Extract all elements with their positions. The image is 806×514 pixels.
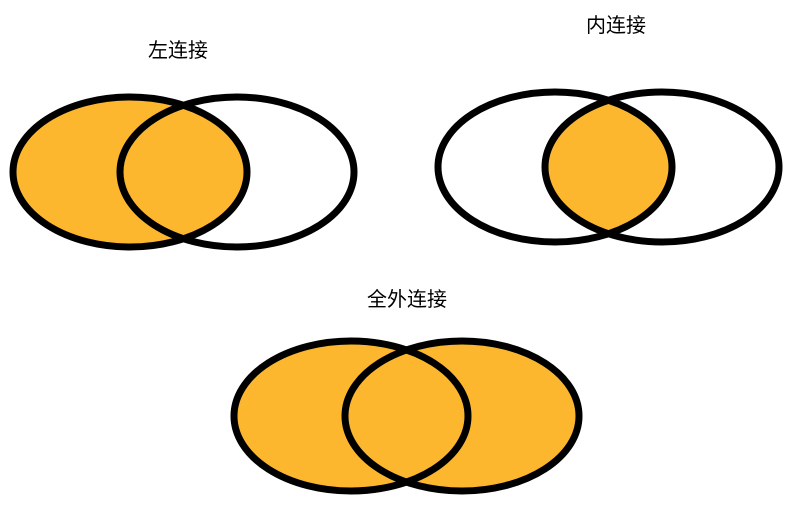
full-outer-join-right-set-fill [345, 341, 579, 491]
left-join-title: 左连接 [148, 38, 208, 62]
full-outer-join-title: 全外连接 [367, 287, 447, 311]
inner-join-diagram: 内连接 [434, 13, 783, 246]
inner-join-title: 内连接 [586, 13, 646, 37]
full-outer-join-diagram: 全外连接 [230, 287, 583, 495]
inner-join-left-set-outline [434, 88, 676, 246]
left-join-left-set-outline [9, 93, 251, 251]
left-join-left-set-fill [13, 97, 247, 247]
inner-join-intersection-fill [545, 92, 672, 242]
left-join-right-set-outline [116, 93, 358, 251]
left-join-diagram: 左连接 [9, 38, 358, 251]
full-outer-join-left-set-outline [230, 337, 472, 495]
full-outer-join-right-set-outline [341, 337, 583, 495]
inner-join-right-set-outline [541, 88, 783, 246]
